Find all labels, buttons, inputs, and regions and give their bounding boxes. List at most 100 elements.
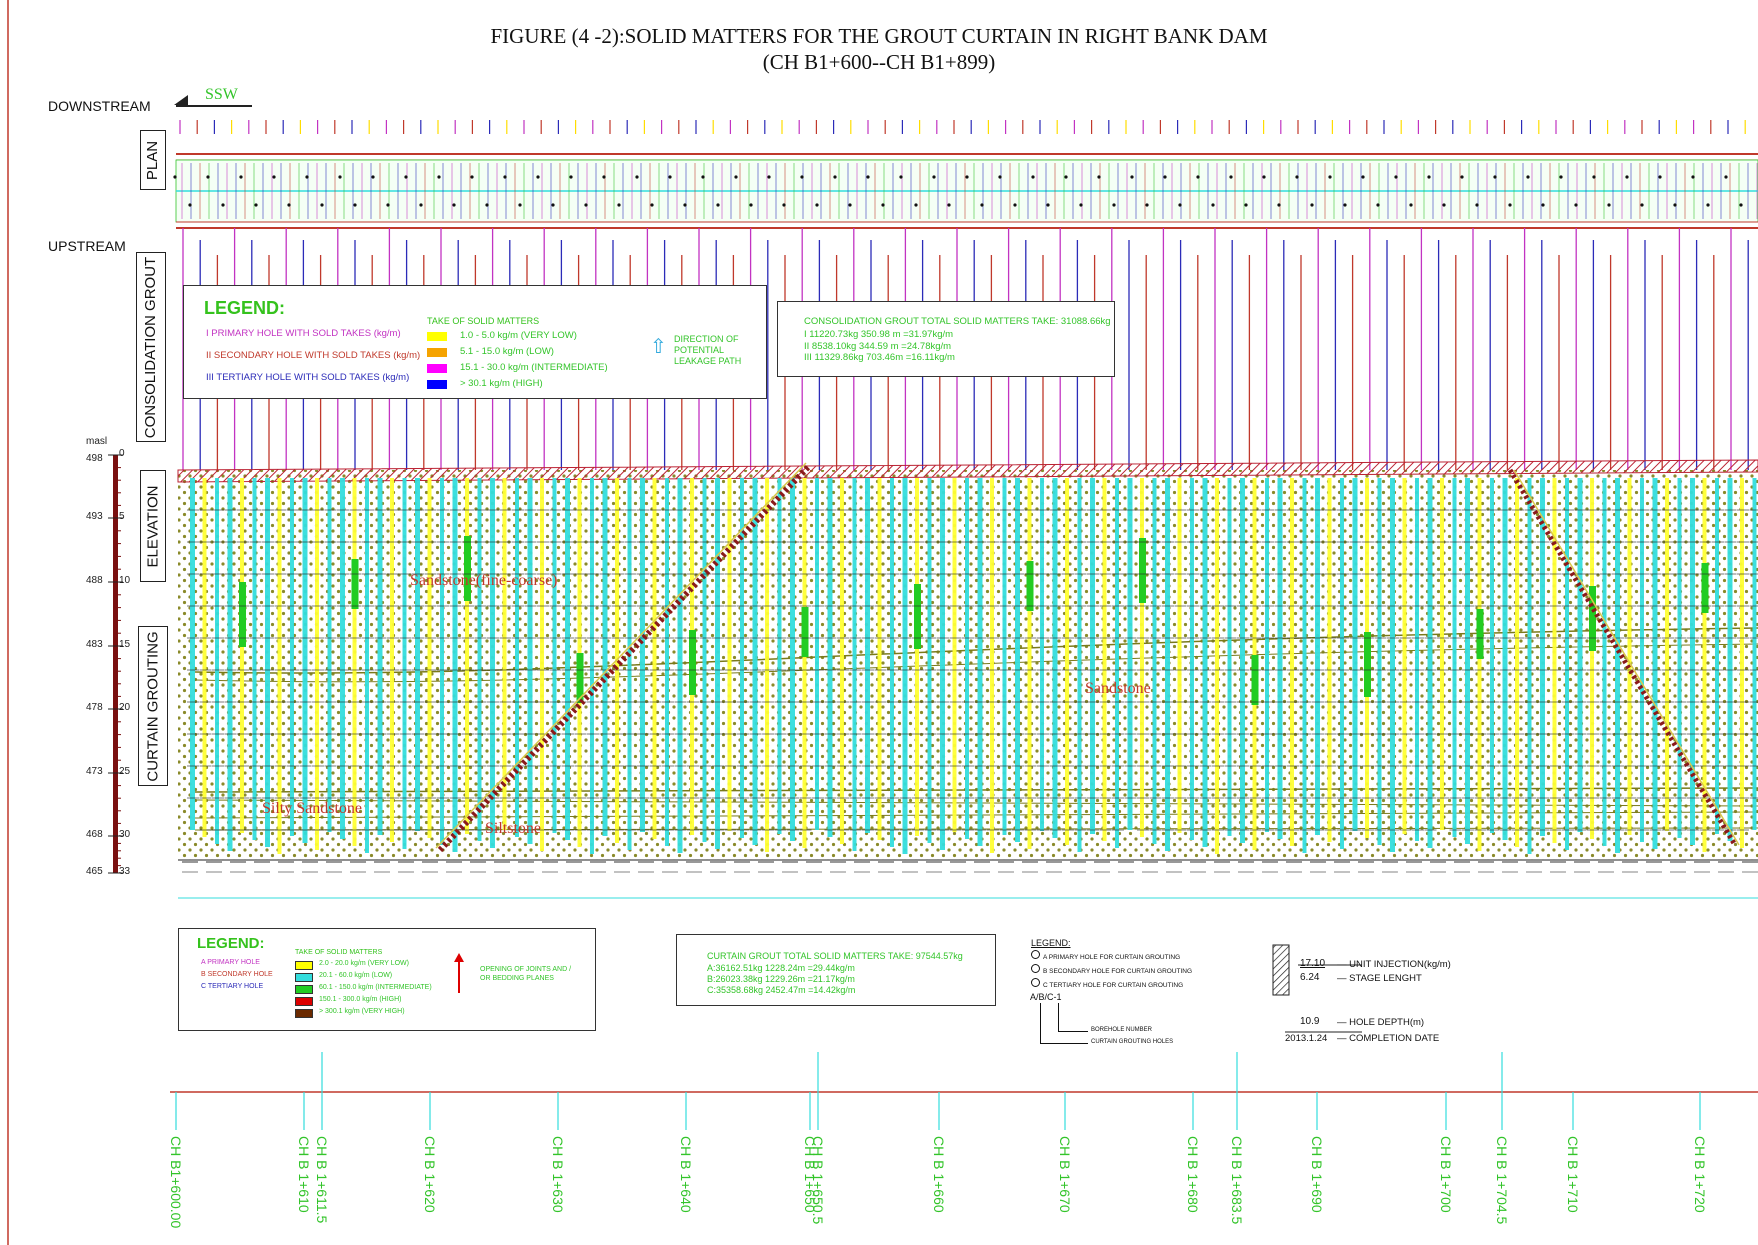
plan-point — [173, 175, 177, 179]
curtain-hole — [1340, 478, 1344, 849]
take-text: > 300.1 kg/m (VERY HIGH) — [319, 1008, 405, 1015]
plan-point — [767, 175, 771, 179]
consolidation-total-box: CONSOLIDATION GROUT TOTAL SOLID MATTERS … — [777, 301, 1115, 377]
take-text: 20.1 - 60.0 kg/m (LOW) — [319, 972, 393, 979]
plan-strip — [173, 120, 1758, 229]
axis-masl-label: 493 — [86, 511, 103, 522]
chainage-label: CH B 1+650.5 — [810, 1136, 826, 1225]
curtain-hole — [215, 478, 219, 844]
elevation-axis — [108, 454, 123, 874]
plan-point — [338, 175, 342, 179]
curtain-hole — [590, 478, 594, 854]
plan-point — [1658, 175, 1662, 179]
curtain-hole — [552, 478, 557, 833]
chainage-label: CH B 1+710 — [1565, 1136, 1581, 1213]
curtain-hole — [1427, 478, 1433, 848]
plan-point — [899, 175, 903, 179]
consolidation-hole-legend-row: I PRIMARY HOLE WITH SOLD TAKES (kg/m) — [206, 328, 401, 339]
hole-text: TERTIARY HOLE — [207, 983, 264, 990]
curtain-hole — [1015, 478, 1020, 842]
plan-point — [569, 175, 573, 179]
curtain-hole — [527, 478, 533, 844]
curtain-hole-legend-row: A PRIMARY HOLE — [201, 959, 260, 966]
plan-point — [1244, 203, 1248, 207]
take-text: 60.1 - 150.0 kg/m (INTERMEDIATE) — [319, 984, 432, 991]
masl-label: masl — [86, 436, 108, 447]
curtain-hole — [1415, 478, 1419, 841]
curtain-hole — [1065, 478, 1069, 845]
leakage-arrow-icon: ⇧ — [650, 336, 667, 358]
curtain-hole — [1652, 478, 1658, 849]
symbol-legend-title: LEGEND: — [1031, 938, 1071, 948]
symbol-row-primary: A PRIMARY HOLE FOR CURTAIN GROUTING — [1031, 950, 1192, 964]
plan-point — [833, 175, 837, 179]
take-text: 5.1 - 15.0 kg/m (LOW) — [460, 346, 554, 357]
upstream-label: UPSTREAM — [48, 238, 126, 254]
curtain-hole — [1227, 478, 1232, 836]
geo-sandstone-fine: Sandstone(fine-coarse) — [410, 572, 558, 589]
plan-point — [1328, 175, 1332, 179]
curtain-hole — [1315, 478, 1320, 835]
completion-date-text: COMPLETION DATE — [1349, 1033, 1440, 1044]
curtain-hole — [1402, 478, 1407, 834]
plan-point — [239, 175, 243, 179]
curtain-hole — [802, 478, 807, 848]
plan-point — [965, 175, 969, 179]
curtain-hole — [365, 478, 369, 853]
curtain-hole — [1715, 478, 1719, 834]
downstream-label: DOWNSTREAM — [48, 98, 151, 114]
curtain-hole — [902, 478, 908, 854]
curtain-hole — [390, 478, 394, 842]
symbol-row-secondary: B SECONDARY HOLE FOR CURTAIN GROUTING — [1031, 964, 1192, 978]
plan-point — [1064, 175, 1068, 179]
plan-point — [1361, 175, 1365, 179]
hole-mark: I — [206, 328, 212, 339]
curtain-high-take — [1251, 655, 1259, 705]
curtain-high-take — [914, 584, 921, 649]
curtain-hole — [1002, 478, 1007, 835]
page-subtitle: (CH B1+600--CH B1+899) — [762, 50, 996, 74]
curtain-hole — [565, 478, 570, 840]
plan-point — [1196, 175, 1200, 179]
plan-point — [716, 203, 720, 207]
take-text: 1.0 - 5.0 kg/m (VERY LOW) — [460, 330, 577, 341]
curtain-hole — [940, 478, 945, 850]
curtain-hole — [1465, 478, 1470, 844]
plan-point — [254, 203, 258, 207]
plan-point — [1607, 203, 1611, 207]
plan-point — [518, 203, 522, 207]
curtain-hole — [202, 478, 207, 837]
curtain-hole — [227, 478, 233, 851]
curtain-hole — [715, 478, 720, 849]
consolidation-hole-legend-row: III TERTIARY HOLE WITH SOLD TAKES (kg/m) — [206, 372, 409, 383]
curtain-hole — [1202, 478, 1208, 847]
curtain-hole — [927, 478, 932, 843]
curtain-hole — [1190, 478, 1194, 840]
plan-point — [701, 175, 705, 179]
curtain-hole — [977, 478, 983, 846]
curtain-legend: LEGEND: TAKE OF SOLID MATTERS A PRIMARY … — [178, 928, 596, 1031]
curtain-hole — [1440, 478, 1444, 830]
curtain-hole — [377, 478, 383, 835]
curtain-hole — [1327, 478, 1332, 842]
curtain-hole — [1702, 478, 1707, 852]
axis-depth-label: 25 — [119, 766, 131, 777]
curtain-hole — [827, 478, 833, 837]
curtain-high-take — [576, 653, 584, 703]
chainage-label: CH B 1+680 — [1185, 1136, 1201, 1213]
curtain-hole — [1290, 478, 1294, 846]
curtain-hole — [727, 478, 732, 831]
surface-hatch — [177, 459, 1758, 483]
curtain-high-take — [1476, 609, 1484, 659]
plan-point — [1376, 203, 1380, 207]
plan-point — [584, 203, 588, 207]
consolidation-total-row: II 8538.10kg 344.59 m =24.78kg/m — [804, 340, 952, 352]
plan-point — [1493, 175, 1497, 179]
consolidation-total-row: III 11329.86kg 703.46m =16.11kg/m — [804, 352, 955, 363]
plan-point — [452, 203, 456, 207]
curtain-hole — [515, 478, 519, 837]
plan-point — [1592, 175, 1596, 179]
curtain-hole — [327, 478, 332, 832]
curtain-hole — [627, 478, 632, 850]
unit-injection-value: 17.10 — [1300, 958, 1326, 969]
